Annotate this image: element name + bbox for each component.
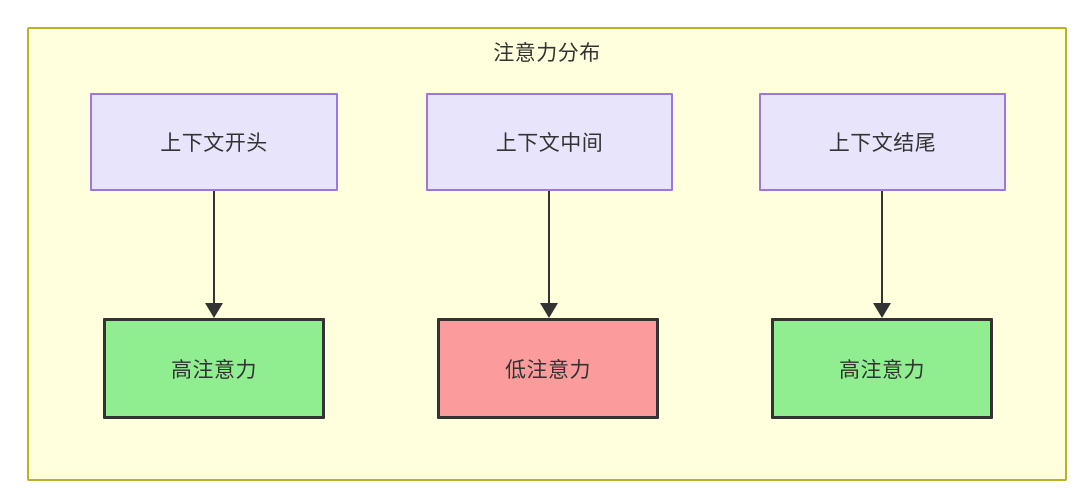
node-context-start-label: 上下文开头 bbox=[160, 132, 268, 155]
node-context-middle-label: 上下文中间 bbox=[495, 132, 604, 155]
node-attention-start[interactable]: 高注意力 bbox=[103, 318, 325, 419]
node-attention-middle[interactable]: 低注意力 bbox=[437, 318, 659, 419]
node-attention-middle-label: 低注意力 bbox=[505, 358, 591, 382]
node-context-end[interactable]: 上下文结尾 bbox=[759, 93, 1006, 191]
cluster-title: 注意力分布 bbox=[493, 42, 601, 65]
node-attention-start-label: 高注意力 bbox=[171, 358, 257, 382]
node-context-end-label: 上下文结尾 bbox=[828, 132, 937, 155]
node-context-start[interactable]: 上下文开头 bbox=[90, 93, 338, 191]
node-context-middle[interactable]: 上下文中间 bbox=[426, 93, 673, 191]
node-attention-end[interactable]: 高注意力 bbox=[771, 318, 993, 419]
node-attention-end-label: 高注意力 bbox=[839, 358, 925, 382]
